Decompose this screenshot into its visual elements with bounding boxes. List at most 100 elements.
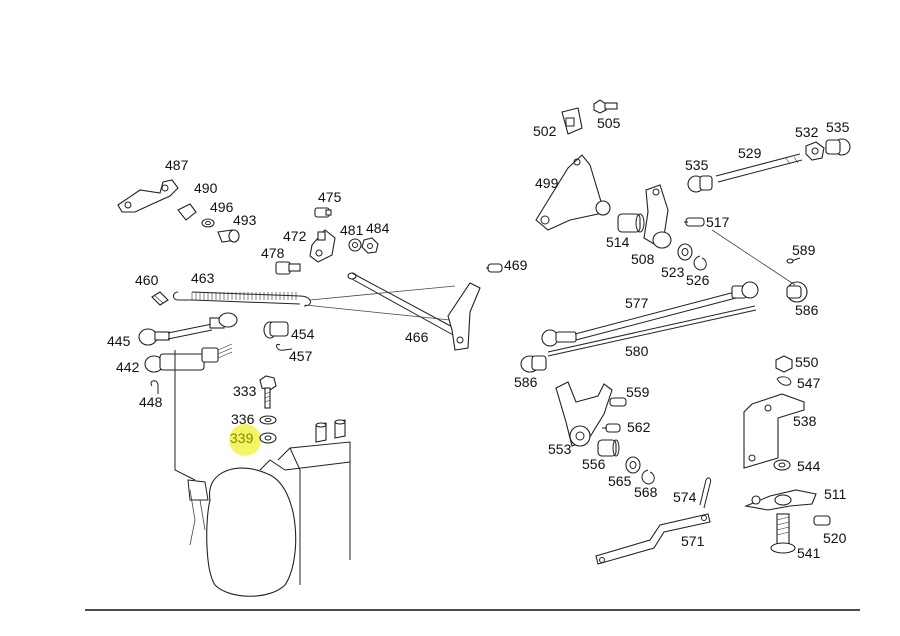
callout-556[interactable]: 556 bbox=[582, 456, 606, 472]
part-526-circlip[interactable] bbox=[693, 255, 707, 271]
callout-517[interactable]: 517 bbox=[706, 214, 730, 230]
callout-526[interactable]: 526 bbox=[686, 272, 710, 288]
part-454-socket[interactable] bbox=[263, 321, 289, 339]
callout-550[interactable]: 550 bbox=[795, 354, 819, 370]
part-553-lever[interactable] bbox=[555, 381, 613, 447]
callout-568[interactable]: 568 bbox=[634, 484, 658, 500]
part-472-lever[interactable] bbox=[309, 229, 336, 263]
callout-538[interactable]: 538 bbox=[793, 413, 817, 429]
callout-454[interactable]: 454 bbox=[291, 326, 315, 342]
callout-535-left[interactable]: 535 bbox=[685, 157, 709, 173]
callout-535-right[interactable]: 535 bbox=[826, 119, 850, 135]
callout-586-right[interactable]: 586 bbox=[795, 302, 819, 318]
part-493-bolt[interactable] bbox=[217, 229, 240, 243]
callout-490[interactable]: 490 bbox=[194, 180, 218, 196]
part-586-cap-left[interactable] bbox=[520, 355, 547, 373]
callout-586-left[interactable]: 586 bbox=[514, 374, 538, 390]
callout-571[interactable]: 571 bbox=[681, 533, 705, 549]
part-520-pin[interactable] bbox=[813, 515, 831, 526]
part-580-rod[interactable] bbox=[547, 305, 757, 357]
callout-547[interactable]: 547 bbox=[797, 375, 821, 391]
part-556-bushing[interactable] bbox=[597, 439, 620, 457]
part-535-cap-left[interactable] bbox=[687, 175, 713, 193]
part-574-pin[interactable] bbox=[699, 477, 711, 509]
callout-469[interactable]: 469 bbox=[504, 257, 528, 273]
callout-466[interactable]: 466 bbox=[405, 329, 429, 345]
part-336-washer[interactable] bbox=[259, 415, 277, 425]
callout-589[interactable]: 589 bbox=[792, 242, 816, 258]
part-463-spring[interactable] bbox=[173, 291, 311, 307]
callout-484[interactable]: 484 bbox=[366, 220, 390, 236]
part-577-rod[interactable] bbox=[541, 281, 759, 347]
callout-487[interactable]: 487 bbox=[165, 157, 189, 173]
part-535-cap-right[interactable] bbox=[825, 138, 851, 156]
part-550-nut[interactable] bbox=[775, 355, 793, 373]
part-469-pin[interactable] bbox=[486, 263, 503, 273]
part-496-washer[interactable] bbox=[201, 218, 215, 228]
callout-442[interactable]: 442 bbox=[116, 359, 140, 375]
part-481-washer[interactable] bbox=[348, 238, 362, 252]
part-529-rod[interactable] bbox=[715, 153, 803, 183]
part-339-washer[interactable] bbox=[259, 432, 277, 444]
callout-463[interactable]: 463 bbox=[191, 270, 215, 286]
part-484-nut[interactable] bbox=[361, 237, 379, 254]
part-541-bolt[interactable] bbox=[770, 513, 796, 554]
part-514-bushing[interactable] bbox=[617, 213, 645, 233]
callout-523[interactable]: 523 bbox=[661, 264, 685, 280]
part-589-pin[interactable] bbox=[786, 257, 801, 264]
callout-577[interactable]: 577 bbox=[625, 295, 649, 311]
part-586-cap-right[interactable] bbox=[786, 281, 808, 303]
part-568-circlip[interactable] bbox=[641, 469, 655, 485]
part-547-washer[interactable] bbox=[776, 376, 792, 386]
callout-336[interactable]: 336 bbox=[231, 411, 255, 427]
part-544-washer[interactable] bbox=[773, 459, 791, 471]
callout-580[interactable]: 580 bbox=[625, 343, 649, 359]
callout-541[interactable]: 541 bbox=[797, 545, 821, 561]
part-505-bolt[interactable] bbox=[593, 99, 618, 114]
part-517-pin[interactable] bbox=[684, 217, 705, 227]
part-565-washer[interactable] bbox=[625, 456, 641, 474]
callout-445[interactable]: 445 bbox=[107, 333, 131, 349]
part-562-pin[interactable] bbox=[602, 423, 621, 433]
part-457-clip[interactable] bbox=[276, 343, 293, 351]
part-571-link[interactable] bbox=[595, 513, 711, 565]
part-475-pin[interactable] bbox=[314, 207, 332, 218]
part-460-screw[interactable] bbox=[151, 291, 169, 306]
callout-505[interactable]: 505 bbox=[597, 115, 621, 131]
callout-493[interactable]: 493 bbox=[233, 212, 257, 228]
callout-502[interactable]: 502 bbox=[533, 123, 557, 139]
part-532-nut[interactable] bbox=[805, 141, 825, 161]
part-559-pin[interactable] bbox=[609, 397, 627, 407]
callout-448[interactable]: 448 bbox=[139, 394, 163, 410]
callout-520[interactable]: 520 bbox=[823, 530, 847, 546]
callout-457[interactable]: 457 bbox=[289, 348, 313, 364]
callout-544[interactable]: 544 bbox=[797, 458, 821, 474]
part-508-lever[interactable] bbox=[643, 184, 672, 249]
callout-496[interactable]: 496 bbox=[210, 199, 234, 215]
part-442-damper[interactable] bbox=[144, 343, 233, 373]
callout-472[interactable]: 472 bbox=[283, 228, 307, 244]
callout-529[interactable]: 529 bbox=[738, 145, 762, 161]
callout-481[interactable]: 481 bbox=[340, 222, 364, 238]
part-490-clip[interactable] bbox=[177, 203, 197, 221]
part-478-bolt[interactable] bbox=[275, 261, 301, 275]
part-445-rod[interactable] bbox=[138, 312, 238, 346]
part-511-lever[interactable] bbox=[744, 489, 817, 511]
callout-565[interactable]: 565 bbox=[608, 473, 632, 489]
callout-475[interactable]: 475 bbox=[318, 189, 342, 205]
part-502-clamp[interactable] bbox=[561, 107, 583, 135]
callout-333[interactable]: 333 bbox=[233, 383, 257, 399]
part-538-bracket[interactable] bbox=[743, 393, 805, 469]
callout-562[interactable]: 562 bbox=[627, 419, 651, 435]
part-499-plate[interactable] bbox=[535, 154, 611, 231]
callout-574[interactable]: 574 bbox=[673, 489, 697, 505]
callout-532[interactable]: 532 bbox=[795, 124, 819, 140]
callout-514[interactable]: 514 bbox=[606, 234, 630, 250]
part-466-shaft[interactable] bbox=[304, 272, 481, 351]
callout-511[interactable]: 511 bbox=[824, 486, 847, 502]
callout-499[interactable]: 499 bbox=[535, 175, 559, 191]
callout-460[interactable]: 460 bbox=[135, 272, 159, 288]
callout-339[interactable]: 339 bbox=[230, 430, 254, 446]
part-333-bolt[interactable] bbox=[259, 375, 277, 409]
callout-553[interactable]: 553 bbox=[548, 441, 572, 457]
